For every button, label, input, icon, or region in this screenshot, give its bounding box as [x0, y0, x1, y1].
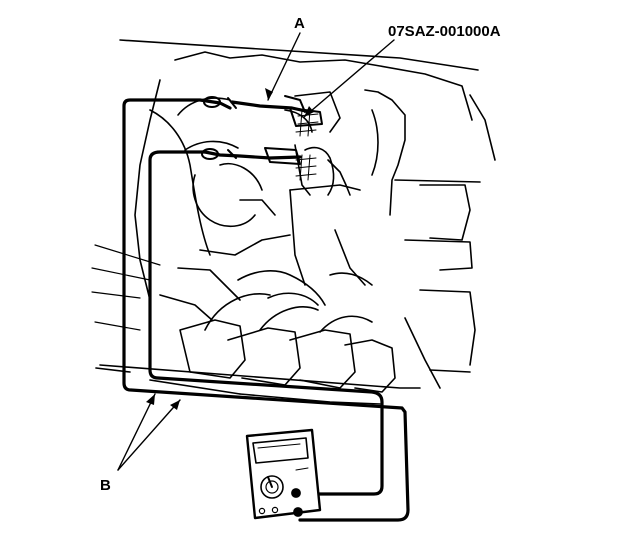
engine-outline [95, 39, 496, 405]
test-lead-inner [148, 150, 384, 496]
callout-leaders [117, 32, 395, 471]
multimeter [245, 428, 322, 520]
manifold-runners [179, 293, 396, 393]
callout-b-label: B [100, 477, 111, 494]
callout-arrowheads [146, 88, 314, 410]
callout-a-label: A [294, 15, 305, 32]
part-number-label: 07SAZ-001000A [388, 23, 501, 40]
